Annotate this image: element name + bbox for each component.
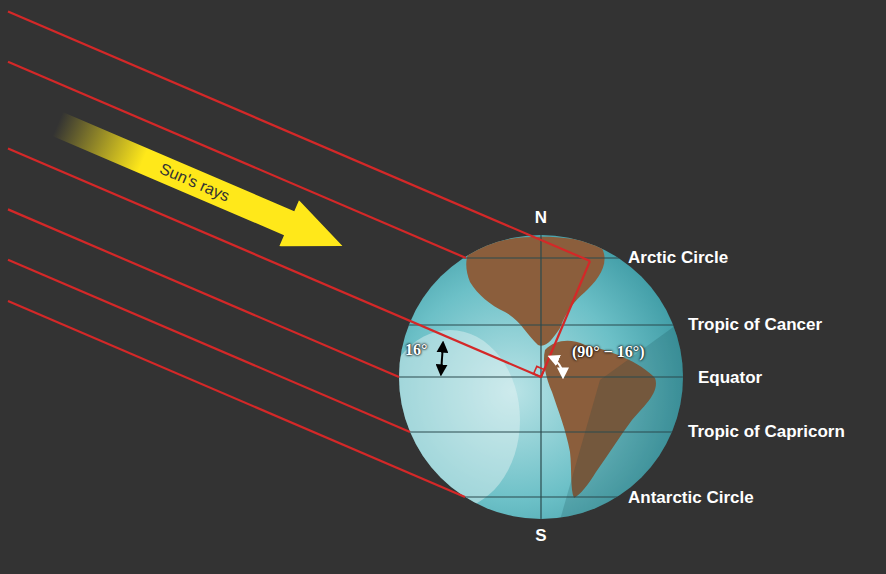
angle-arrow	[441, 343, 443, 374]
sun-ray	[8, 62, 466, 258]
latitude-label: Tropic of Capricorn	[688, 422, 845, 442]
pole-label: S	[535, 526, 546, 546]
sun-ray	[8, 149, 541, 377]
pole-label: N	[535, 208, 547, 228]
latitude-label: Antarctic Circle	[628, 488, 754, 508]
sun-ray-lines	[8, 11, 590, 497]
latitude-label: Equator	[698, 368, 762, 388]
latitude-label: Tropic of Cancer	[688, 315, 822, 335]
angle-label: (90° − 16°)	[572, 343, 645, 361]
latitude-label: Arctic Circle	[628, 248, 728, 268]
right-angle-marker	[534, 366, 545, 377]
latitude-lines	[390, 230, 700, 525]
sun-arrow: Sun's rays	[48, 101, 353, 269]
sun-ray	[8, 301, 465, 497]
angle-label: 16°	[405, 341, 427, 359]
sun-ray	[8, 260, 410, 432]
angle-arc	[550, 357, 563, 377]
sun-ray	[8, 209, 399, 377]
